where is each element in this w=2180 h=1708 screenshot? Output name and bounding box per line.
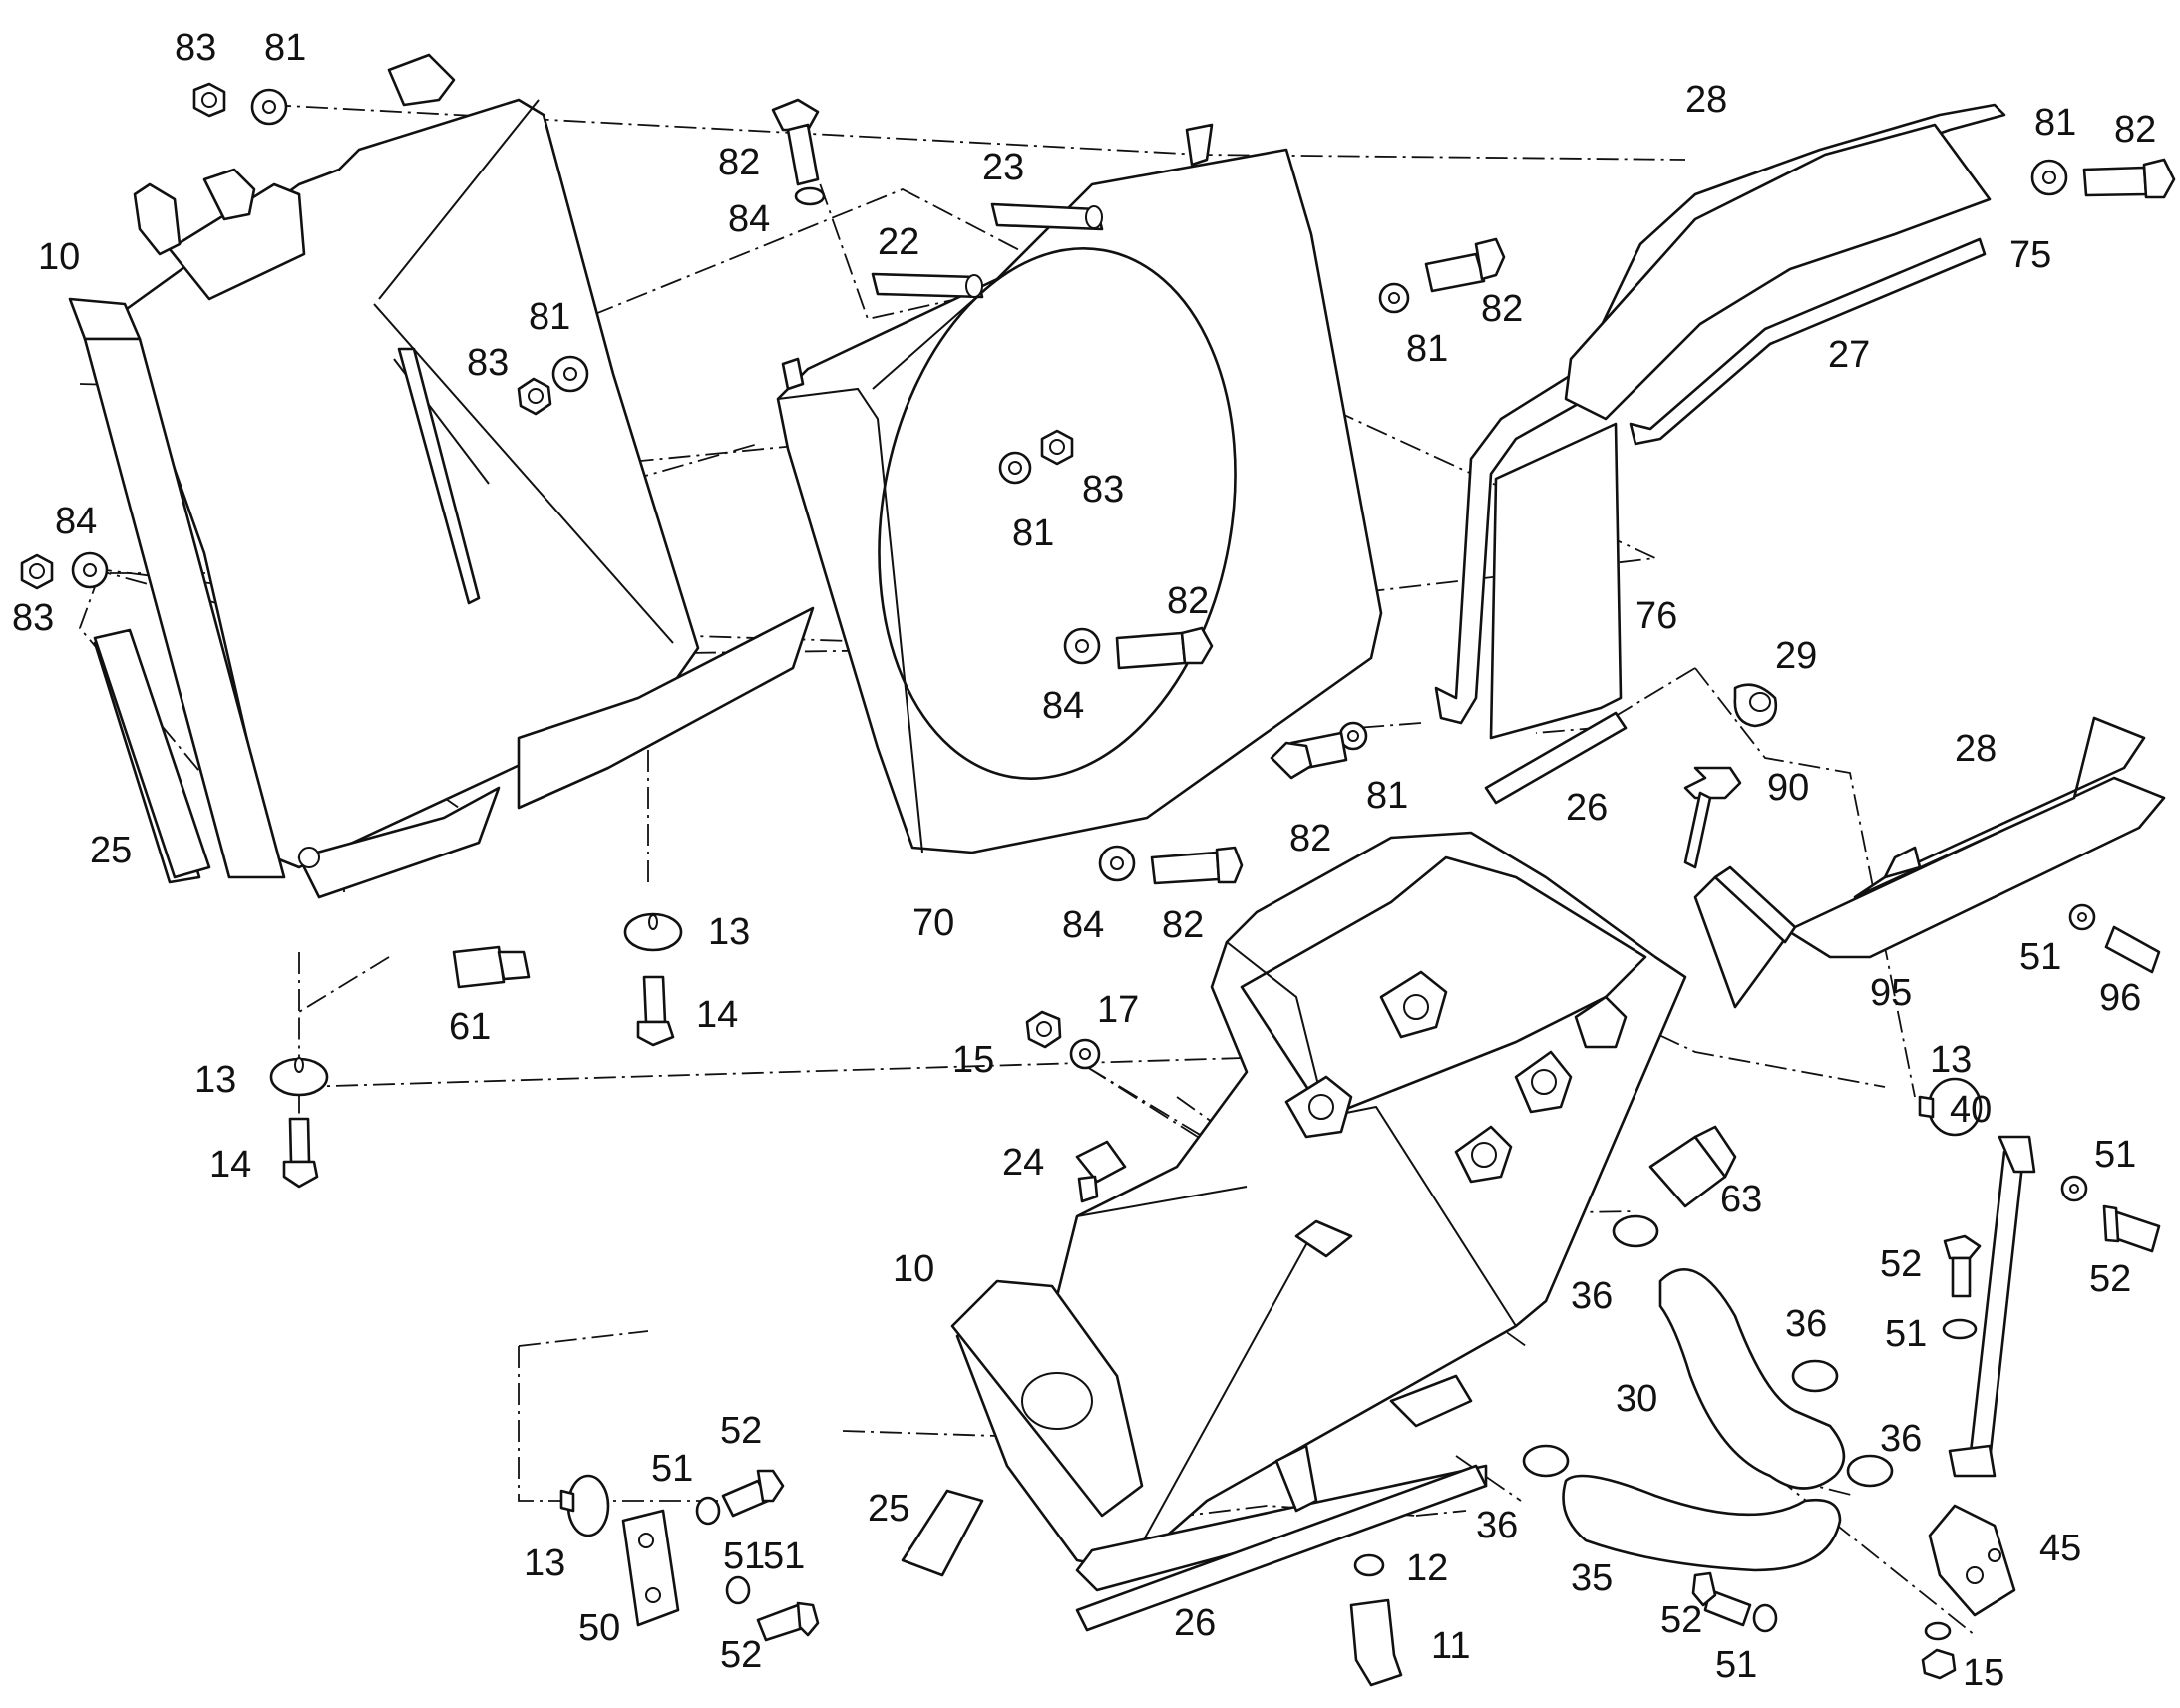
- pipe-23: [990, 202, 1104, 231]
- hose-35: [1562, 1474, 1842, 1572]
- callout-label: 15: [1963, 1652, 2004, 1694]
- callout-label: 84: [1062, 904, 1104, 946]
- callout-label: 52: [1880, 1243, 1922, 1285]
- callout-label: 83: [467, 342, 509, 384]
- callout-label: 82: [1289, 818, 1331, 859]
- callout-label: 81: [1406, 328, 1448, 370]
- callout-label: 14: [696, 994, 738, 1036]
- callout-label: 29: [1775, 635, 1817, 677]
- callout-label: 81: [264, 27, 306, 69]
- callout-label: 15: [952, 1039, 994, 1081]
- bracket-45: [1928, 1504, 2016, 1617]
- callout-label: 27: [1828, 334, 1870, 376]
- callout-label: 13: [1930, 1039, 1972, 1081]
- callout-label: 52: [720, 1634, 762, 1676]
- callout-label: 84: [55, 501, 97, 542]
- callout-label: 83: [1082, 469, 1124, 511]
- callout-label: 84: [1042, 685, 1084, 727]
- callout-label: 82: [718, 142, 760, 183]
- callout-label: 51: [763, 1536, 805, 1577]
- rod-26-lower: [1075, 1464, 1488, 1632]
- callout-label: 10: [38, 236, 80, 278]
- callout-labels: 83 81 82 84 23 22 28 81 82 75 10 81 83 8…: [12, 27, 2156, 1694]
- callout-label: 51: [651, 1448, 693, 1490]
- callout-label: 70: [912, 902, 954, 944]
- callout-label: 13: [194, 1059, 236, 1101]
- callout-label: 26: [1174, 1602, 1216, 1644]
- callout-label: 30: [1616, 1378, 1657, 1420]
- callout-label: 17: [1097, 989, 1139, 1031]
- callout-label: 40: [1950, 1089, 1992, 1131]
- bracket-50: [621, 1509, 680, 1627]
- callout-label: 12: [1406, 1547, 1448, 1589]
- callout-label: 75: [2009, 234, 2051, 276]
- callout-label: 51: [1885, 1313, 1927, 1355]
- callout-label: 83: [175, 27, 216, 69]
- fasteners: [20, 82, 2176, 1687]
- callout-label: 10: [893, 1248, 934, 1290]
- rod-26-upper: [1484, 711, 1628, 805]
- callout-label: 22: [878, 221, 919, 263]
- pipe-22: [871, 272, 984, 299]
- callout-label: 52: [2089, 1258, 2131, 1300]
- stay-40: [1948, 1135, 2036, 1478]
- callout-label: 63: [1720, 1179, 1762, 1220]
- callout-label: 96: [2099, 977, 2141, 1019]
- callout-label: 76: [1635, 595, 1677, 637]
- callout-label: 26: [1566, 787, 1608, 829]
- callout-label: 25: [868, 1488, 909, 1530]
- callout-label: 24: [1002, 1142, 1044, 1184]
- callout-label: 82: [1162, 904, 1204, 946]
- callout-label: 50: [578, 1607, 620, 1649]
- callout-label: 28: [1955, 728, 1997, 770]
- callout-label: 23: [982, 147, 1024, 188]
- callout-label: 13: [524, 1542, 565, 1584]
- callout-label: 13: [708, 911, 750, 953]
- hose-30: [1658, 1268, 1846, 1490]
- callout-label: 35: [1571, 1557, 1613, 1599]
- callout-label: 84: [728, 198, 770, 240]
- bracket-90: [1683, 766, 1742, 869]
- callout-label: 51: [2019, 936, 2061, 978]
- callout-label: 51: [1715, 1644, 1757, 1686]
- callout-label: 52: [720, 1410, 762, 1452]
- callout-label: 81: [529, 296, 570, 338]
- callout-label: 82: [1481, 288, 1523, 330]
- frame-upper: [1434, 103, 2006, 740]
- callout-label: 82: [1167, 580, 1209, 622]
- callout-label: 25: [90, 830, 132, 871]
- callout-label: 90: [1767, 767, 1809, 809]
- callout-label: 11: [1431, 1625, 1470, 1667]
- frame-lower: [1693, 716, 2166, 1009]
- callout-label: 82: [2114, 109, 2156, 151]
- callout-label: 28: [1685, 79, 1727, 121]
- callout-label: 61: [449, 1006, 491, 1048]
- callout-label: 36: [1476, 1505, 1518, 1546]
- callout-label: 36: [1571, 1275, 1613, 1317]
- callout-label: 81: [1012, 512, 1054, 554]
- radiator-upper: [68, 53, 815, 899]
- callout-label: 45: [2039, 1528, 2081, 1569]
- callout-label: 51: [723, 1536, 765, 1577]
- callout-label: 83: [12, 597, 54, 639]
- callout-label: 52: [1660, 1599, 1702, 1641]
- callout-label: 81: [2034, 102, 2076, 144]
- callout-label: 51: [2094, 1134, 2136, 1176]
- callout-label: 95: [1870, 972, 1912, 1014]
- callout-label: 81: [1366, 775, 1408, 817]
- callout-label: 36: [1880, 1418, 1922, 1460]
- callout-label: 14: [209, 1144, 251, 1186]
- cooler-assembly: [950, 831, 1687, 1592]
- callout-label: 36: [1785, 1303, 1827, 1345]
